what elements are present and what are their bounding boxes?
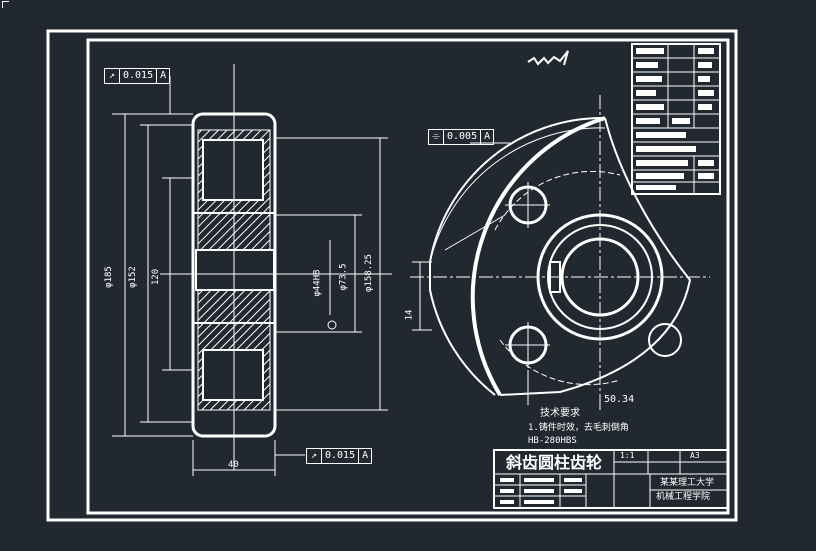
drawing-sheet: A3 xyxy=(690,451,700,460)
dimension-hub: φ44H8 xyxy=(312,269,323,297)
drawing-title: 斜齿圆柱齿轮 xyxy=(506,453,603,472)
runout-tolerance-frame-left[interactable]: ↗ 0.015 A xyxy=(104,68,171,84)
notes-line-2: HB-280HBS xyxy=(528,436,577,446)
dimension-od2: φ152 xyxy=(127,266,138,288)
dimension-120: 120 xyxy=(151,268,162,286)
dimension-od1: φ185 xyxy=(103,266,114,288)
dimension-73: φ73.5 xyxy=(338,263,349,291)
dimension-chord: 50.34 xyxy=(604,394,635,405)
runout-value: 0.015 xyxy=(321,449,358,463)
runout-tolerance-frame-bottom[interactable]: ↗ 0.015 A xyxy=(306,448,373,464)
department-name: 机械工程学院 xyxy=(656,492,711,502)
flatness-tolerance-frame[interactable]: ⌯ 0.005 A xyxy=(428,129,495,145)
runout-icon: ↗ xyxy=(108,70,116,81)
runout-datum: A xyxy=(156,69,169,83)
flatness-value: 0.005 xyxy=(443,130,480,144)
runout-datum: A xyxy=(358,449,371,463)
flatness-datum: A xyxy=(480,130,493,144)
gear-face-view xyxy=(410,95,710,410)
parameter-table xyxy=(631,43,721,195)
title-block xyxy=(493,449,729,509)
runout-icon: ↗ xyxy=(310,450,318,461)
inner-frame xyxy=(86,38,730,515)
dimension-vertical: 14 xyxy=(404,309,415,321)
signature-mark xyxy=(527,50,569,66)
dimension-158: φ158.25 xyxy=(363,254,374,292)
runout-value: 0.015 xyxy=(119,69,156,83)
canvas-corner-mark xyxy=(2,1,9,8)
dimension-width: 40 xyxy=(228,460,239,470)
notes-line-1: 1.铸件时效，去毛刺倒角 xyxy=(528,423,629,433)
drawing-scale: 1:1 xyxy=(620,451,635,460)
outer-frame xyxy=(46,29,738,522)
left-dimension-lines xyxy=(112,76,388,476)
school-name: 某某理工大学 xyxy=(660,478,715,488)
section-view xyxy=(160,64,392,470)
flatness-icon: ⌯ xyxy=(432,131,440,142)
notes-title: 技术要求 xyxy=(540,408,580,419)
